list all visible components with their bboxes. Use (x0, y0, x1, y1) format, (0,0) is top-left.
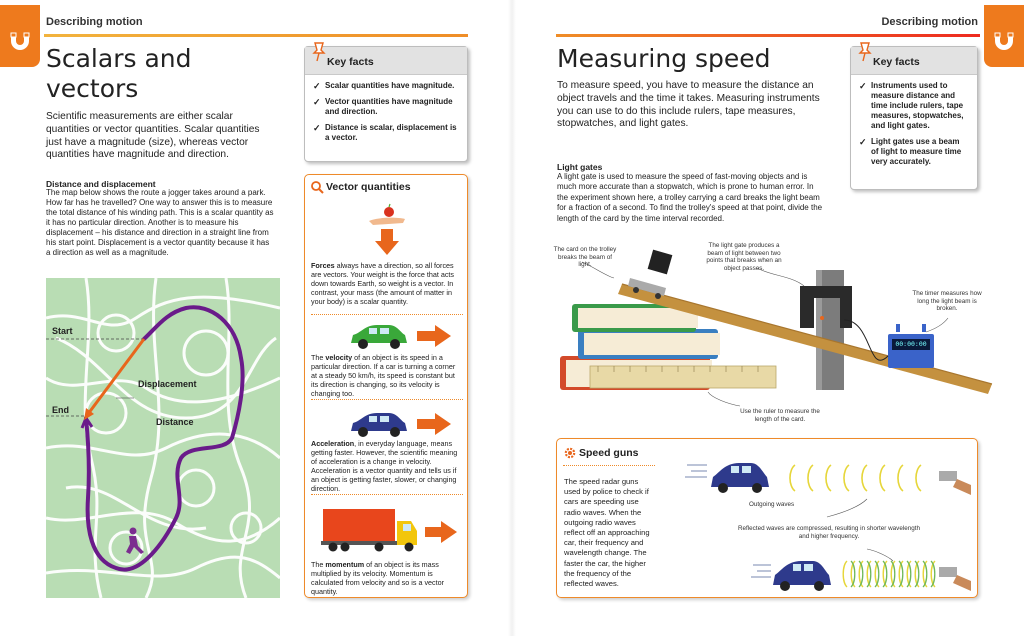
map-label-end: End (52, 405, 69, 415)
lightgate-paragraph: A light gate is used to measure the spee… (557, 172, 823, 223)
divider-1 (311, 314, 463, 315)
acceleration-text: Acceleration, in everyday language, mean… (311, 439, 458, 493)
key-fact-right-1: ✓Instruments used to measure distance an… (859, 81, 964, 130)
check-icon: ✓ (859, 81, 867, 91)
key-fact-left-1: ✓Scalar quantities have magnitude. (313, 81, 455, 91)
magnet-icon (10, 32, 30, 50)
map-label-start: Start (52, 326, 73, 336)
key-facts-title-left: Key facts (305, 47, 467, 75)
key-facts-title-right: Key facts (851, 47, 977, 75)
key-fact-right-2: ✓Light gates use a beam of light to meas… (859, 137, 962, 166)
vector-quantities-box: Vector quantities Forces always have a d… (304, 174, 468, 598)
label-gate: The light gate produces a beam of light … (706, 242, 782, 272)
blue-car-illustration (351, 413, 451, 437)
key-fact-left-3: ✓Distance is scalar, displacement is a v… (313, 123, 457, 142)
timer-display: 00:00:00 (895, 340, 927, 348)
magnet-icon (994, 32, 1014, 50)
speed-guns-box: Speed guns The speed radar guns used by … (556, 438, 978, 598)
check-icon: ✓ (313, 81, 321, 91)
page-title-left: Scalars and vectors (46, 44, 191, 104)
key-facts-box-left: Key facts ✓Scalar quantities have magnit… (304, 42, 468, 162)
header-rule-left (44, 34, 468, 37)
label-timer: The timer measures how long the light be… (912, 290, 982, 313)
page-title-right: Measuring speed (557, 44, 771, 73)
speed-guns-divider (563, 465, 655, 466)
speed-guns-text: The speed radar guns used by police to c… (564, 477, 650, 589)
check-icon: ✓ (859, 137, 867, 147)
section-tab-left (0, 5, 40, 67)
speed-guns-title: Speed guns (579, 447, 639, 459)
hand-apple-illustration (369, 203, 405, 255)
key-facts-box-right: Key facts ✓Instruments used to measure d… (850, 42, 978, 190)
header-rule-right (556, 34, 980, 37)
momentum-text: The momentum of an object is its mass mu… (311, 560, 445, 596)
lightgate-heading: Light gates (557, 162, 603, 172)
intro-paragraph-right: To measure speed, you have to measure th… (557, 80, 820, 130)
title-line-2: vectors (46, 74, 139, 103)
map-label-distance: Distance (156, 417, 194, 427)
label-outgoing-waves: Outgoing waves (749, 501, 795, 508)
check-icon: ✓ (313, 123, 321, 133)
title-line-1: Scalars and (46, 44, 192, 73)
green-car-illustration (351, 325, 451, 349)
check-icon: ✓ (313, 97, 321, 107)
section-label-right: Describing motion (881, 16, 978, 28)
park-map: Start End Displacement Distance (46, 278, 280, 598)
page-gutter (508, 0, 516, 636)
label-card: The card on the trolley breaks the beam … (553, 246, 617, 269)
vector-quantities-title: Vector quantities (326, 181, 411, 193)
magnifier-icon (311, 181, 324, 194)
key-fact-left-2: ✓Vector quantities have magnitude and di… (313, 97, 453, 116)
intro-paragraph-left: Scientific measurements are either scala… (46, 111, 260, 161)
forces-text: Forces always have a direction, so all f… (311, 261, 455, 306)
pin-icon (312, 42, 326, 62)
label-reflected-waves: Reflected waves are compressed, resultin… (737, 525, 920, 540)
truck-illustration (321, 509, 457, 552)
speed-gun-illustration (685, 463, 971, 591)
velocity-text: The velocity of an object is its speed i… (311, 353, 456, 398)
divider-3 (311, 494, 463, 495)
light-gate-diagram: The card on the trolley breaks the beam … (552, 236, 1002, 430)
section-tab-right (984, 5, 1024, 67)
distance-heading: Distance and displacement (46, 179, 156, 189)
distance-paragraph: The map below shows the route a jogger t… (46, 188, 274, 257)
gear-icon (564, 447, 576, 459)
label-ruler: Use the ruler to measure the length of t… (740, 408, 820, 423)
section-label-left: Describing motion (46, 16, 143, 28)
pin-icon (858, 42, 872, 62)
map-label-displacement: Displacement (138, 379, 197, 389)
divider-2 (311, 399, 463, 400)
